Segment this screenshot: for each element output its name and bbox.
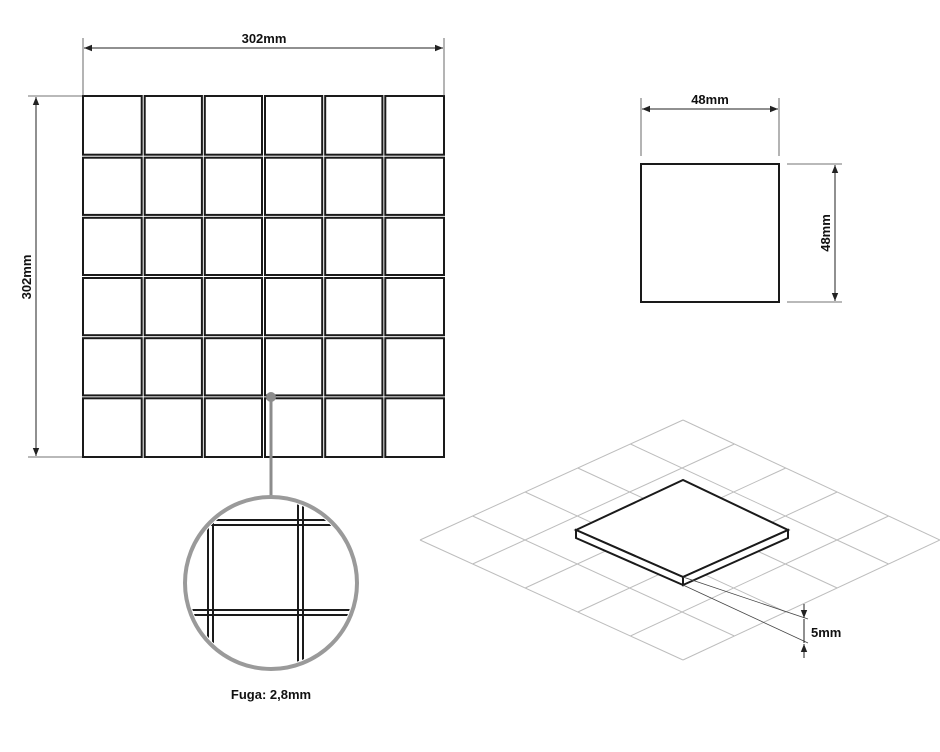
sheet-tile [264, 337, 324, 397]
floor-grid-line [630, 515, 889, 637]
sheet-tile [384, 216, 445, 277]
single-tile [640, 163, 780, 303]
sheet-tile [82, 277, 143, 337]
sheet-width-label: 302mm [242, 31, 287, 46]
grout-magnifier: Fuga: 2,8mm [183, 495, 359, 702]
sheet-tile [143, 216, 203, 277]
floor-grid-line [472, 515, 735, 637]
sheet-tile [203, 337, 264, 397]
sheet-tile [324, 216, 384, 277]
mosaic-sheet-grid [82, 95, 445, 458]
sheet-tile [384, 397, 445, 458]
floor-grid-line [419, 539, 684, 661]
sheet-tile [384, 95, 445, 156]
sheet-tile [324, 337, 384, 397]
thickness-dimension: 5mm [682, 576, 841, 658]
sheet-tile [384, 156, 445, 216]
sheet-tile [143, 156, 203, 216]
sheet-tile [264, 277, 324, 337]
sheet-height-dimension: 302mm [19, 95, 82, 458]
thickness-label: 5mm [811, 625, 841, 640]
sheet-tile [324, 156, 384, 216]
sheet-height-label: 302mm [19, 255, 34, 300]
sheet-tile [143, 95, 203, 156]
sheet-tile [143, 337, 203, 397]
sheet-tile [384, 337, 445, 397]
isometric-tile [573, 478, 791, 587]
sheet-tile [203, 156, 264, 216]
sheet-tile [203, 277, 264, 337]
floor-grid-line [682, 419, 940, 541]
sheet-tile [82, 397, 143, 458]
sheet-tile [324, 397, 384, 458]
floor-grid-line [472, 443, 735, 565]
sheet-tile [82, 156, 143, 216]
sheet-tile [203, 95, 264, 156]
sheet-tile [82, 216, 143, 277]
sheet-tile [264, 397, 324, 458]
sheet-tile [384, 277, 445, 337]
floor-grid-line [682, 539, 940, 661]
grout-label: Fuga: 2,8mm [231, 687, 311, 702]
sheet-tile [143, 397, 203, 458]
grout-callout [266, 392, 276, 500]
sheet-tile [82, 95, 143, 156]
sheet-width-dimension: 302mm [82, 31, 445, 96]
sheet-tile [264, 216, 324, 277]
sheet-tile [143, 277, 203, 337]
sheet-tile [264, 156, 324, 216]
floor-grid-line [419, 419, 684, 541]
single-tile-view: 48mm 48mm [640, 92, 842, 303]
sheet-tile [324, 277, 384, 337]
sheet-tile [203, 216, 264, 277]
floor-grid-line [630, 443, 889, 565]
tile-height-label: 48mm [818, 214, 833, 252]
sheet-tile [203, 397, 264, 458]
tile-width-label: 48mm [691, 92, 729, 107]
sheet-tile [264, 95, 324, 156]
sheet-tile [324, 95, 384, 156]
sheet-tile [82, 337, 143, 397]
